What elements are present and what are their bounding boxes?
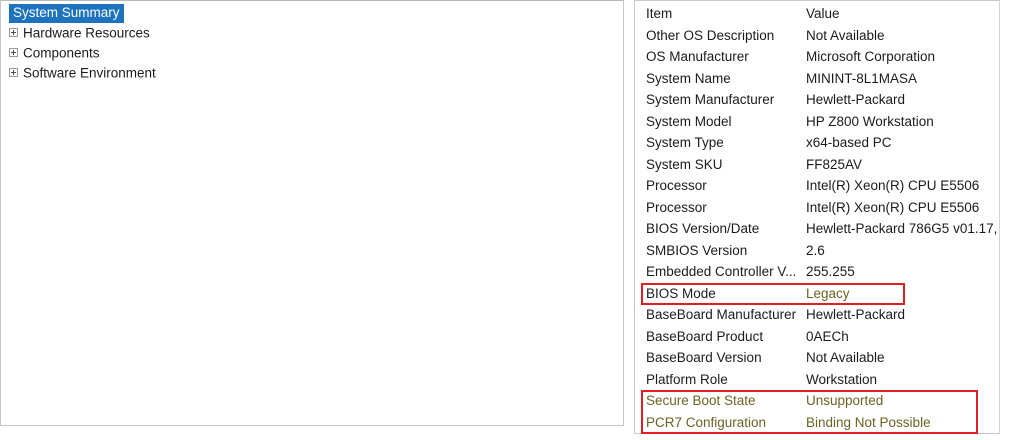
tree-node-components[interactable]: Components <box>1 43 623 63</box>
tree-node-label: Hardware Resources <box>23 25 150 41</box>
tree-node-software-environment[interactable]: Software Environment <box>1 63 623 83</box>
row-item-label: Platform Role <box>646 371 728 387</box>
row-item-label: Processor <box>646 199 707 215</box>
row-item-label: Processor <box>646 178 707 193</box>
table-row[interactable]: Platform Role Workstation <box>635 369 999 391</box>
tree-node-label: System Summary <box>9 4 124 23</box>
row-item-value: Legacy <box>806 285 850 301</box>
row-item-value: 2.6 <box>806 242 825 258</box>
table-row[interactable]: System Manufacturer Hewlett-Packard <box>635 89 999 111</box>
row-item-label: System SKU <box>646 156 723 172</box>
table-row[interactable]: Embedded Controller V... 255.255 <box>635 261 999 283</box>
list-header-row: Item Value <box>635 3 999 25</box>
table-row[interactable]: BaseBoard Version Not Available <box>635 347 999 369</box>
row-item-value: MININT-8L1MASA <box>806 70 918 86</box>
row-item-value: Workstation <box>806 371 878 387</box>
tree-node-hardware-resources[interactable]: Hardware Resources <box>1 23 623 43</box>
table-row[interactable]: BIOS Version/Date Hewlett-Packard 786G5 … <box>635 218 1000 240</box>
row-item-label: System Type <box>646 135 724 150</box>
tree-node-label: Components <box>23 45 100 61</box>
row-item-label: System Manufacturer <box>646 92 775 107</box>
table-row[interactable]: System SKU FF825AV <box>635 154 999 176</box>
table-row[interactable]: System Type x64-based PC <box>635 132 999 154</box>
row-item-label: BaseBoard Version <box>646 350 762 365</box>
table-row[interactable]: BaseBoard Manufacturer Hewlett-Packard <box>635 304 999 326</box>
row-item-value: Binding Not Possible <box>806 414 931 430</box>
row-item-value: Hewlett-Packard <box>806 307 906 322</box>
row-item-label: OS Manufacturer <box>646 49 749 64</box>
tree-node-system-summary[interactable]: System Summary <box>1 3 623 23</box>
row-item-value: x64-based PC <box>806 135 892 150</box>
row-item-value: Microsoft Corporation <box>806 49 936 64</box>
row-item-value: Intel(R) Xeon(R) CPU E5506 <box>806 199 980 215</box>
table-row-pcr7-configuration[interactable]: PCR7 Configuration Binding Not Possible <box>635 412 999 434</box>
column-header-item[interactable]: Item <box>646 6 673 21</box>
row-item-label: BIOS Mode <box>646 285 716 301</box>
table-row[interactable]: System Name MININT-8L1MASA <box>635 68 999 90</box>
plus-box-icon[interactable] <box>9 27 18 37</box>
row-item-value: FF825AV <box>806 156 863 172</box>
row-item-value: Not Available <box>806 350 885 365</box>
system-information-tree-panel[interactable]: System Summary Hardware Resources Compon… <box>0 0 624 426</box>
row-item-value: 0AECh <box>806 328 849 344</box>
table-row[interactable]: SMBIOS Version 2.6 <box>635 240 999 262</box>
system-summary-detail-panel[interactable]: Item Value Other OS Description Not Avai… <box>634 0 1000 434</box>
row-item-label: Embedded Controller V... <box>646 264 797 279</box>
plus-box-icon[interactable] <box>9 67 18 77</box>
row-item-value: Hewlett-Packard <box>806 92 906 107</box>
table-row-secure-boot-state[interactable]: Secure Boot State Unsupported <box>635 390 999 412</box>
row-item-value: Intel(R) Xeon(R) CPU E5506 <box>806 178 980 193</box>
row-item-value: 255.255 <box>806 264 855 279</box>
row-item-value: Hewlett-Packard 786G5 v01.17, 8/ <box>806 221 1000 236</box>
table-row-bios-mode[interactable]: BIOS Mode Legacy <box>635 283 999 305</box>
column-header-value[interactable]: Value <box>806 6 840 21</box>
row-item-label: Secure Boot State <box>646 393 756 408</box>
tree-node-label: Software Environment <box>23 65 156 81</box>
row-item-label: Other OS Description <box>646 27 775 43</box>
table-row[interactable]: Other OS Description Not Available <box>635 25 999 47</box>
row-item-label: PCR7 Configuration <box>646 414 767 430</box>
row-item-label: BaseBoard Product <box>646 328 764 344</box>
row-item-value: HP Z800 Workstation <box>806 113 934 129</box>
row-item-value: Not Available <box>806 27 885 43</box>
row-item-value: Unsupported <box>806 393 884 408</box>
row-item-label: BIOS Version/Date <box>646 221 760 236</box>
row-item-label: SMBIOS Version <box>646 242 748 258</box>
plus-box-icon[interactable] <box>9 47 18 57</box>
row-item-label: BaseBoard Manufacturer <box>646 307 797 322</box>
table-row[interactable]: Processor Intel(R) Xeon(R) CPU E5506 <box>635 175 999 197</box>
table-row[interactable]: BaseBoard Product 0AECh <box>635 326 999 348</box>
table-row[interactable]: Processor Intel(R) Xeon(R) CPU E5506 <box>635 197 999 219</box>
table-row[interactable]: System Model HP Z800 Workstation <box>635 111 999 133</box>
row-item-label: System Name <box>646 70 731 86</box>
row-item-label: System Model <box>646 113 732 129</box>
table-row[interactable]: OS Manufacturer Microsoft Corporation <box>635 46 999 68</box>
